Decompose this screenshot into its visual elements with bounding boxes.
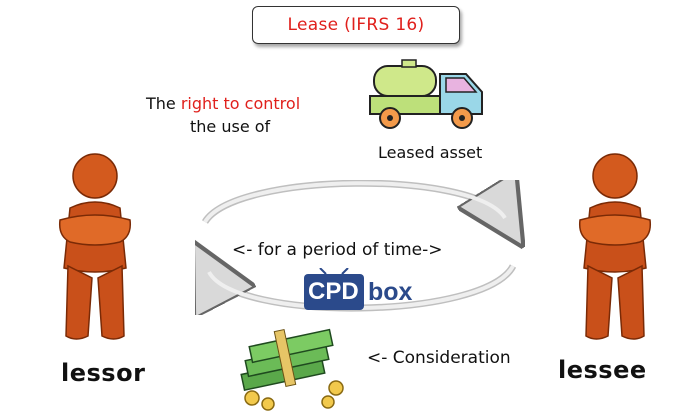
lessee-label: lessee	[558, 356, 647, 384]
right-to-control-line: The right to control	[146, 94, 301, 113]
lessor-label: lessor	[61, 359, 146, 387]
logo-text-box: box	[368, 278, 413, 306]
lessor-figure-icon	[58, 153, 132, 340]
top-arrow	[202, 180, 505, 222]
logo-text-cpd: CPD	[308, 278, 359, 305]
top-arrow-inner	[203, 181, 507, 224]
truck-icon	[369, 59, 483, 129]
lessee-figure-icon	[578, 153, 652, 340]
money-icon	[240, 328, 344, 411]
title-box: Lease (IFRS 16)	[252, 6, 460, 44]
right-to-control-highlight: right to control	[180, 94, 301, 113]
leased-asset-label: Leased asset	[378, 143, 483, 162]
use-of-text: the use of	[190, 117, 271, 136]
consideration-label: <- Consideration	[367, 348, 511, 368]
diagram-title: Lease (IFRS 16)	[287, 15, 425, 35]
period-of-time-label: <- for a period of time->	[232, 240, 443, 260]
cpdbox-logo: CPD box	[302, 268, 430, 314]
